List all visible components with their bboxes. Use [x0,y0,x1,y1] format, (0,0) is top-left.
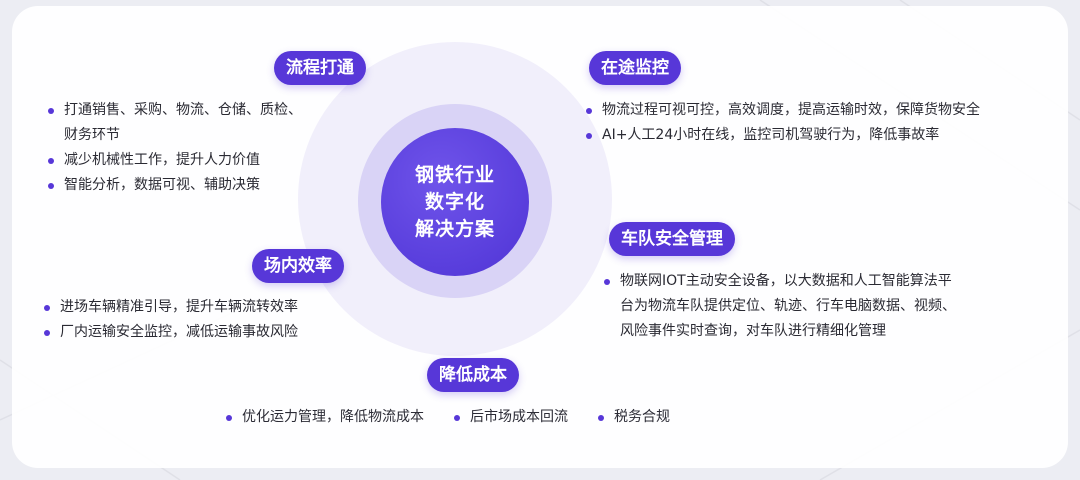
efficiency-tag: 场内效率 [252,249,344,283]
fleet-tag: 车队安全管理 [609,222,735,256]
process-item: 打通销售、采购、物流、仓储、质检、 [48,98,302,123]
efficiency-list: 进场车辆精准引导，提升车辆流转效率 厂内运输安全监控，减低运输事故风险 [44,295,298,345]
fleet-item-continuation: 台为物流车队提供定位、轨迹、行车电脑数据、视频、 [620,298,956,314]
fleet-item: 物联网IOT主动安全设备，以大数据和人工智能算法平 [604,269,956,294]
monitoring-item: 物流过程可视可控，高效调度，提高运输时效，保障货物安全 [586,98,980,123]
center-title-line-3: 解决方案 [414,217,495,240]
process-item: 智能分析，数据可视、辅助决策 [48,173,302,198]
cost-item: 优化运力管理，降低物流成本 [226,405,424,430]
process-tag: 流程打通 [274,51,366,85]
center-title: 钢铁行业 数字化 解决方案 [381,128,529,276]
fleet-item-continuation: 风险事件实时查询，对车队进行精细化管理 [620,323,886,339]
cost-tag: 降低成本 [427,358,519,392]
monitoring-item: AI+人工24小时在线，监控司机驾驶行为，降低事故率 [586,123,980,148]
monitoring-list: 物流过程可视可控，高效调度，提高运输时效，保障货物安全 AI+人工24小时在线，… [586,98,980,148]
center-title-line-2: 数字化 [424,190,485,213]
fleet-list: 物联网IOT主动安全设备，以大数据和人工智能算法平 台为物流车队提供定位、轨迹、… [604,269,956,344]
process-list: 打通销售、采购、物流、仓储、质检、 财务环节 减少机械性工作，提升人力价值 智能… [48,98,302,198]
cost-item: 税务合规 [598,405,670,430]
cost-list: 优化运力管理，降低物流成本 后市场成本回流 税务合规 [226,405,700,430]
center-circle [381,128,529,276]
process-item: 减少机械性工作，提升人力价值 [48,148,302,173]
efficiency-item: 厂内运输安全监控，减低运输事故风险 [44,320,298,345]
efficiency-item: 进场车辆精准引导，提升车辆流转效率 [44,295,298,320]
cost-item: 后市场成本回流 [454,405,568,430]
monitoring-tag: 在途监控 [589,51,681,85]
process-item-continuation: 财务环节 [64,127,120,143]
center-title-line-1: 钢铁行业 [414,163,495,186]
